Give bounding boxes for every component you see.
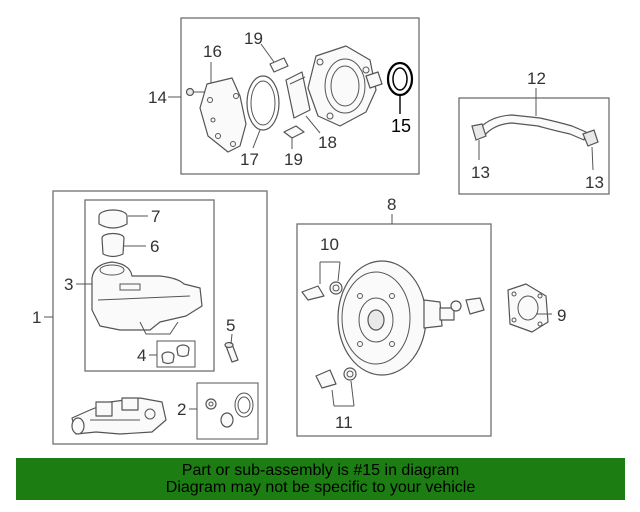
vacuum-hose-group: 12 13 13 [458,69,610,195]
callout-11: 11 [335,413,353,432]
callout-7: 7 [151,207,160,226]
callout-2: 2 [177,400,186,419]
callout-8: 8 [387,195,396,214]
callout-14: 14 [148,88,167,107]
reservoir-pin-part[interactable] [224,341,239,363]
callout-19-top: 19 [244,29,263,48]
banner-line-1: Part or sub-assembly is #15 in diagram [181,462,460,479]
callout-5: 5 [226,316,235,335]
seal-kit-subgroup-box [196,382,259,440]
vacuum-sensor-part[interactable] [315,367,357,389]
brake-booster-group: 8 10 11 [296,195,492,437]
pump-cover-part[interactable] [185,77,247,153]
reservoir-subgroup-box [84,199,215,372]
callout-4: 4 [137,346,146,365]
callout-12: 12 [527,69,546,88]
pump-housing-part[interactable] [307,45,383,127]
booster-gasket-part[interactable] [507,283,549,333]
vacuum-hose-part[interactable] [477,114,587,141]
brake-booster-part[interactable] [337,260,455,376]
reservoir-cap-part[interactable] [98,209,128,229]
hose-clamp-left-part[interactable] [471,123,487,141]
pump-gasket-part[interactable] [246,75,280,131]
callout-18: 18 [318,133,337,152]
master-cylinder-group: 7 6 3 1 4 5 2 [32,190,268,445]
callout-17: 17 [240,150,259,169]
vacuum-pump-group-box [180,17,420,175]
grommets-part[interactable] [161,344,190,365]
callout-9: 9 [557,306,566,325]
vacuum-hose-group-box [458,97,610,195]
vacuum-pump-group: 16 19 14 17 19 18 15 [148,17,420,175]
callout-19-bottom: 19 [284,150,303,169]
callout-13-right: 13 [585,173,604,192]
callout-15: 15 [391,116,411,136]
reservoir-strainer-part[interactable] [101,232,125,258]
reservoir-tank-part[interactable] [91,261,203,335]
grommet-subgroup-box [156,340,196,368]
callout-13-left: 13 [471,163,490,182]
o-ring-part-15[interactable] [386,61,414,97]
parts-diagram: 16 19 14 17 19 18 15 12 13 13 [32,17,610,445]
pump-clip-bottom-part[interactable] [283,125,305,139]
seal-kit-part[interactable] [205,392,254,428]
hose-clamp-right-part[interactable] [582,129,599,147]
callout-6: 6 [150,237,159,256]
master-cylinder-body-part[interactable] [71,397,167,435]
brake-booster-group-box [296,223,492,437]
banner-line-2: Diagram may not be specific to your vehi… [165,479,476,496]
info-banner: Part or sub-assembly is #15 in diagram D… [16,458,625,500]
booster-rod-part[interactable] [450,297,485,315]
callout-10: 10 [320,235,339,254]
pump-clip-top-part[interactable] [269,57,289,73]
callout-1: 1 [32,308,41,327]
callout-3: 3 [64,275,73,294]
check-valve-part[interactable] [301,281,343,301]
callout-16: 16 [203,42,222,61]
pump-vane-part[interactable] [285,71,311,119]
